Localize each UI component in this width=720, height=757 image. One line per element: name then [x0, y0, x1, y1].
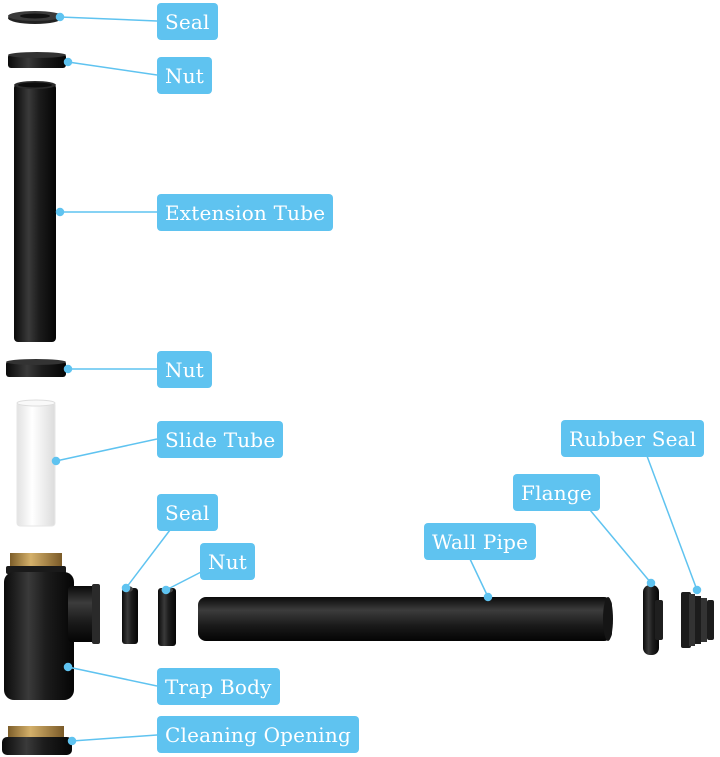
leader-flange: [589, 509, 652, 584]
label-seal-small: Seal: [157, 494, 218, 531]
seal-small-part: [122, 586, 138, 644]
label-seal-top: Seal: [157, 3, 218, 40]
nut-small-part: [158, 587, 176, 646]
label-rubber-seal: Rubber Seal: [561, 420, 705, 457]
leader-nut-small: [165, 569, 206, 591]
label-nut-top: Nut: [157, 57, 213, 94]
leader-cleaning-opening: [71, 734, 158, 742]
leader-wall-pipe: [469, 558, 489, 598]
leader-seal-top: [59, 16, 158, 22]
leader-seal-small: [125, 529, 171, 589]
seal-top-part: [8, 11, 62, 24]
wall-pipe-part: [198, 597, 613, 641]
rubber-seal-part: [681, 592, 714, 648]
leader-rubber-seal: [646, 455, 698, 591]
label-wall-pipe: Wall Pipe: [424, 523, 537, 560]
label-cleaning-opening: Cleaning Opening: [157, 716, 359, 753]
nut-middle-part: [6, 359, 66, 377]
slide-tube-part: [16, 399, 56, 527]
nut-top-part: [8, 52, 66, 68]
label-slide-tube: Slide Tube: [157, 421, 284, 458]
label-nut-middle: Nut: [157, 351, 213, 388]
leader-trap-body: [67, 666, 158, 687]
leader-lines: [51, 12, 702, 746]
leader-nut-top: [67, 61, 158, 76]
label-nut-small: Nut: [200, 543, 256, 580]
label-extension-tube: Extension Tube: [157, 194, 334, 231]
cleaning-opening-part: [2, 726, 72, 755]
trap-body-part: [4, 553, 100, 700]
label-trap-body: Trap Body: [157, 668, 280, 705]
label-flange: Flange: [513, 474, 600, 511]
flange-part: [643, 585, 663, 655]
leader-slide-tube: [55, 438, 158, 462]
extension-tube-part: [14, 81, 56, 342]
